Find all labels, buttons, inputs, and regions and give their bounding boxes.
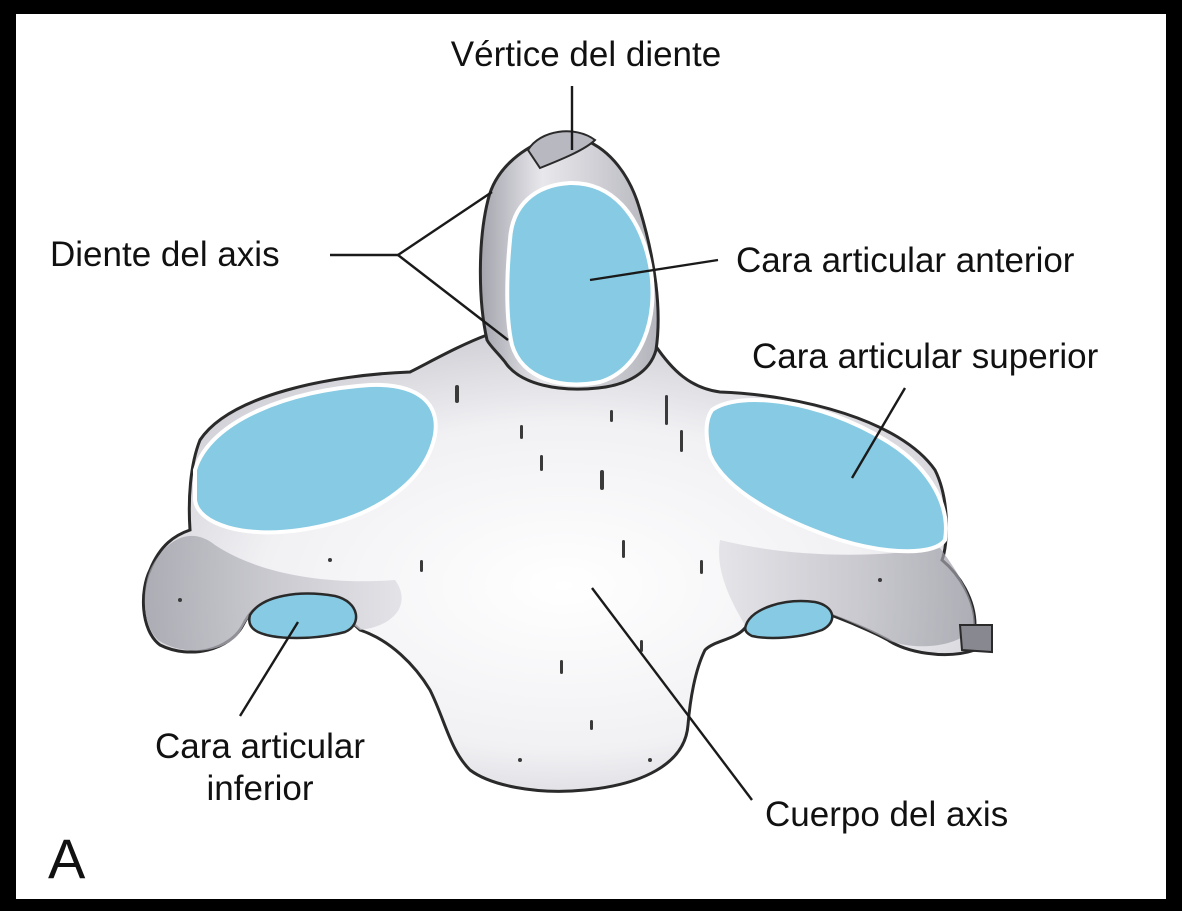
- figure-panel: Vértice del diente Diente del axis Cara …: [16, 14, 1166, 899]
- label-dens: Diente del axis: [50, 235, 280, 274]
- leader-dens-upper: [398, 192, 492, 255]
- label-body: Cuerpo del axis: [765, 795, 1008, 834]
- label-inferior-facet-line2: inferior: [207, 769, 314, 808]
- anterior-articular-facet: [507, 183, 652, 384]
- axis-vertebra-diagram: Vértice del diente Diente del axis Cara …: [16, 14, 1166, 899]
- label-anterior-facet: Cara articular anterior: [736, 241, 1075, 280]
- panel-letter: A: [48, 827, 86, 890]
- label-apex: Vértice del diente: [451, 35, 721, 74]
- transverse-process-tip: [960, 625, 992, 652]
- label-superior-facet: Cara articular superior: [752, 337, 1099, 376]
- label-inferior-facet-line1: Cara articular: [155, 727, 365, 766]
